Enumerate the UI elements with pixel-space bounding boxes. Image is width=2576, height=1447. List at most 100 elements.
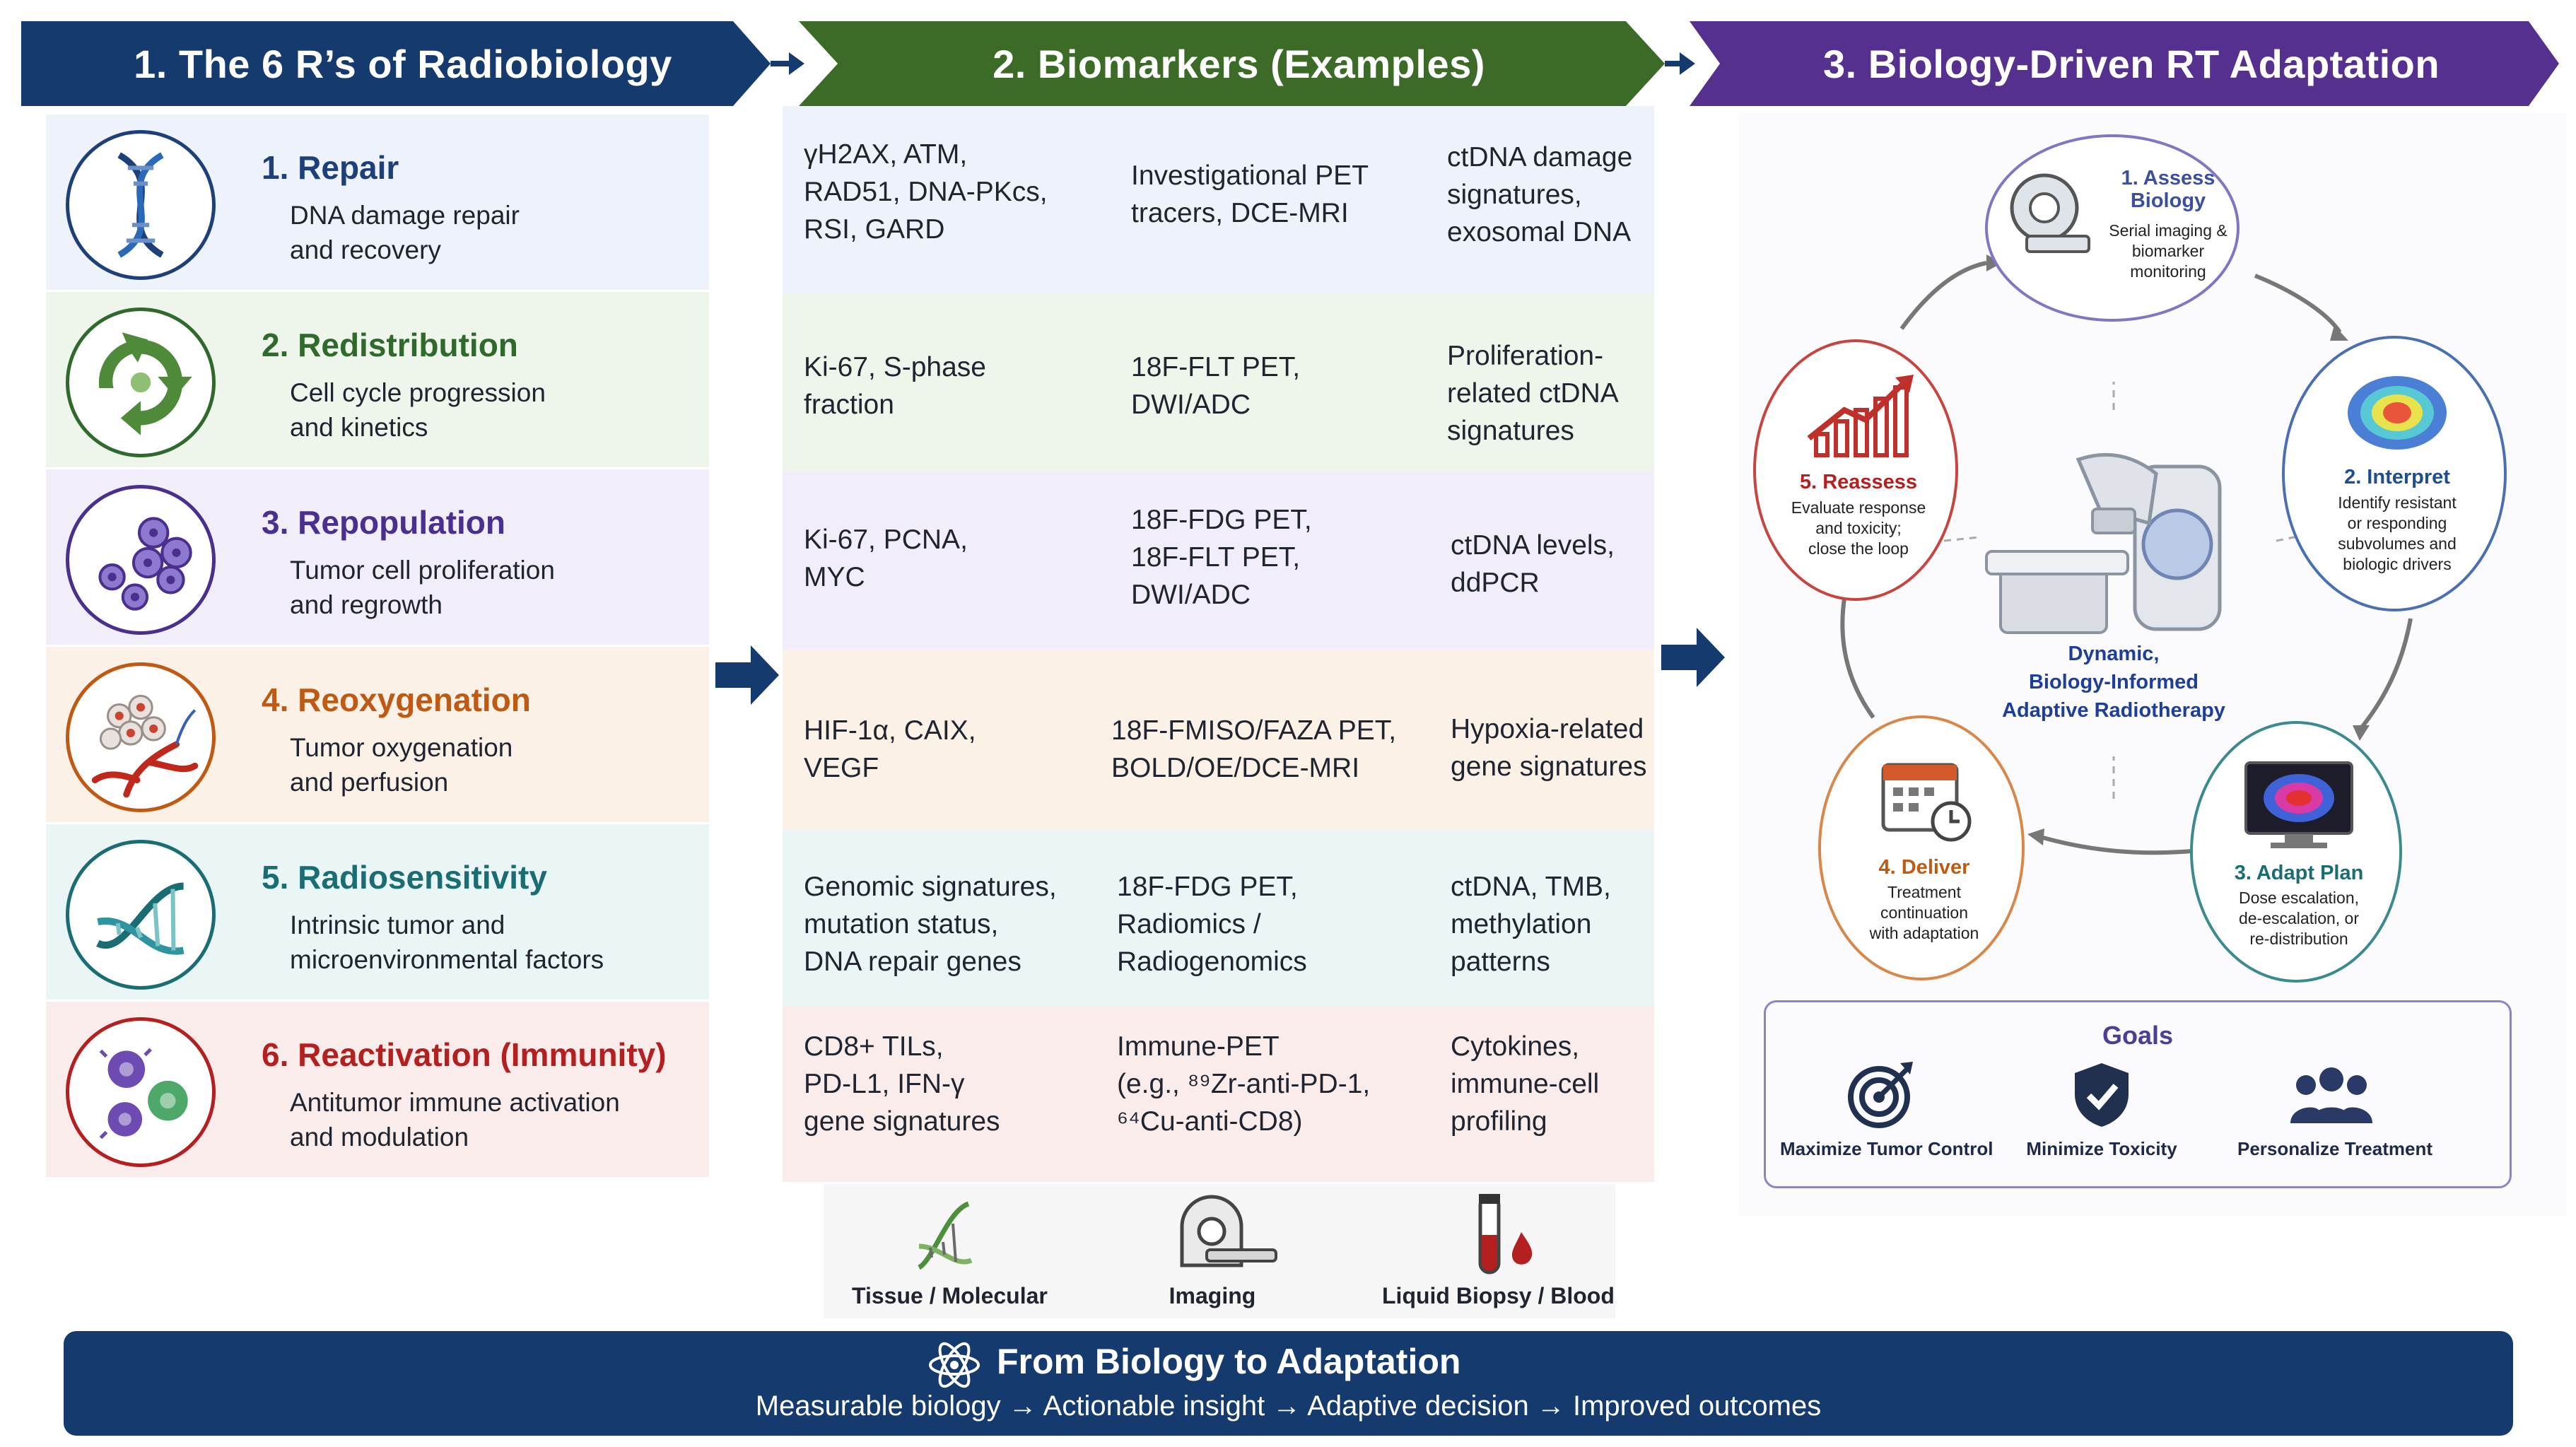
dna-helix-icon <box>917 1201 973 1270</box>
r-title-radiosensitivity: 5. Radiosensitivity <box>262 859 547 896</box>
cells-cluster-icon <box>66 485 216 635</box>
bottom-banner: From Biology to Adaptation Measurable bi… <box>64 1331 2513 1436</box>
legend-imaging: Imaging <box>1169 1283 1256 1308</box>
atom-icon <box>929 1342 980 1388</box>
header-adaptation: 3. Biology-Driven RT Adaptation <box>1690 21 2559 106</box>
header-radiobiology: 1. The 6 R’s of Radiobiology <box>21 21 771 106</box>
scanner-icon <box>2010 173 2090 253</box>
goal-personalize-treatment: Personalize Treatment <box>2237 1138 2432 1159</box>
people-group-icon <box>2290 1067 2372 1123</box>
monitor-plan-icon <box>2244 761 2353 848</box>
shield-check-icon <box>2075 1063 2129 1127</box>
header-biomarkers-label: 2. Biomarkers (Examples) <box>993 41 1485 86</box>
goals-title: Goals <box>2102 1021 2174 1050</box>
linac-machine-icon <box>1985 452 2222 634</box>
biomarker-row: γH2AX, ATM,RAD51, DNA-PKcs,RSI, GARD Inv… <box>783 106 1654 295</box>
header-radiobiology-label: 1. The 6 R’s of Radiobiology <box>134 41 672 86</box>
r-title-reactivation: 6. Reactivation (Immunity) <box>262 1036 667 1073</box>
step-reassess-title: 5. Reassess <box>1799 471 1918 493</box>
r-row-redistribution: 2. Redistribution Cell cycle progression… <box>46 292 709 469</box>
heatmap-icon <box>2348 376 2447 450</box>
biomarker-row: HIF-1α, CAIX,VEGF 18F-FMISO/FAZA PET,BOL… <box>783 650 1654 832</box>
step-adapt-title: 3. Adapt Plan <box>2234 862 2364 884</box>
goals-panel: Goals Maximize Tumor Control Minimize To… <box>1764 1000 2512 1188</box>
step-adapt-plan: 3. Adapt Plan Dose escalation,de-escalat… <box>2190 721 2402 983</box>
header-connector-arrow <box>1665 52 1695 75</box>
growth-chart-icon <box>1807 375 1914 457</box>
flow-arrow-right <box>715 645 779 705</box>
biomarker-source-legend: Tissue / Molecular Imaging Liquid Biopsy… <box>824 1184 1615 1318</box>
r-title-redistribution: 2. Redistribution <box>262 327 518 363</box>
flow-arrow-right <box>1661 628 1725 687</box>
biomarker-row: Ki-67, PCNA,MYC 18F-FDG PET,18F-FLT PET,… <box>783 471 1654 652</box>
tissue-cell: Genomic signatures,mutation status,DNA r… <box>804 872 1057 977</box>
banner-title: From Biology to Adaptation <box>997 1342 1461 1381</box>
liquid-cell: ctDNA levels,ddPCR <box>1451 530 1615 598</box>
r-row-repopulation: 3. Repopulation Tumor cell proliferation… <box>46 469 709 647</box>
r-row-reactivation: 6. Reactivation (Immunity) Antitumor imm… <box>46 1002 709 1179</box>
r-title-reoxygenation: 4. Reoxygenation <box>262 681 531 718</box>
legend-tissue-molecular: Tissue / Molecular <box>852 1283 1048 1308</box>
step-deliver-title: 4. Deliver <box>1878 856 1970 879</box>
calendar-clock-icon <box>1881 763 1972 842</box>
dna-strand-icon <box>66 840 216 990</box>
cycle-arrows <box>1837 254 2413 855</box>
dna-helix-icon <box>66 130 216 280</box>
immune-cells-icon <box>66 1017 216 1167</box>
blood-tube-icon <box>1478 1194 1533 1275</box>
tissue-cell: γH2AX, ATM,RAD51, DNA-PKcs,RSI, GARD <box>804 139 1048 245</box>
header-adaptation-label: 3. Biology-Driven RT Adaptation <box>1822 41 2440 86</box>
imaging-cell: 18F-FMISO/FAZA PET,BOLD/OE/DCE-MRI <box>1111 715 1397 783</box>
header-biomarkers: 2. Biomarkers (Examples) <box>799 21 1665 106</box>
scanner-icon <box>1180 1195 1277 1267</box>
imaging-cell: 18F-FDG PET,18F-FLT PET,DWI/ADC <box>1131 505 1312 610</box>
goal-minimize-toxicity: Minimize Toxicity <box>2026 1138 2177 1159</box>
cell-cycle-icon <box>66 307 216 457</box>
goal-maximize-tumor-control: Maximize Tumor Control <box>1780 1138 1994 1159</box>
r-title-repopulation: 3. Repopulation <box>262 504 505 541</box>
tissue-cell: Ki-67, PCNA,MYC <box>804 525 968 592</box>
imaging-cell: 18F-FLT PET,DWI/ADC <box>1131 352 1301 420</box>
blood-vessel-icon <box>66 662 216 812</box>
imaging-cell: 18F-FDG PET,Radiomics /Radiogenomics <box>1117 872 1307 977</box>
tissue-cell: HIF-1α, CAIX,VEGF <box>804 715 976 783</box>
biomarker-row: Genomic signatures,mutation status,DNA r… <box>783 830 1654 1009</box>
step-interpret-title: 2. Interpret <box>2344 466 2450 488</box>
target-icon <box>1848 1062 1913 1128</box>
header-connector-arrow <box>771 52 804 75</box>
banner-subtitle: Measurable biology → Actionable insight … <box>755 1390 1822 1422</box>
legend-liquid-biopsy: Liquid Biopsy / Blood <box>1382 1283 1615 1308</box>
r-title-repair: 1. Repair <box>262 149 399 186</box>
imaging-cell: Immune-PET(e.g., ⁸⁹Zr-anti-PD-1,⁶⁴Cu-ant… <box>1117 1031 1371 1137</box>
